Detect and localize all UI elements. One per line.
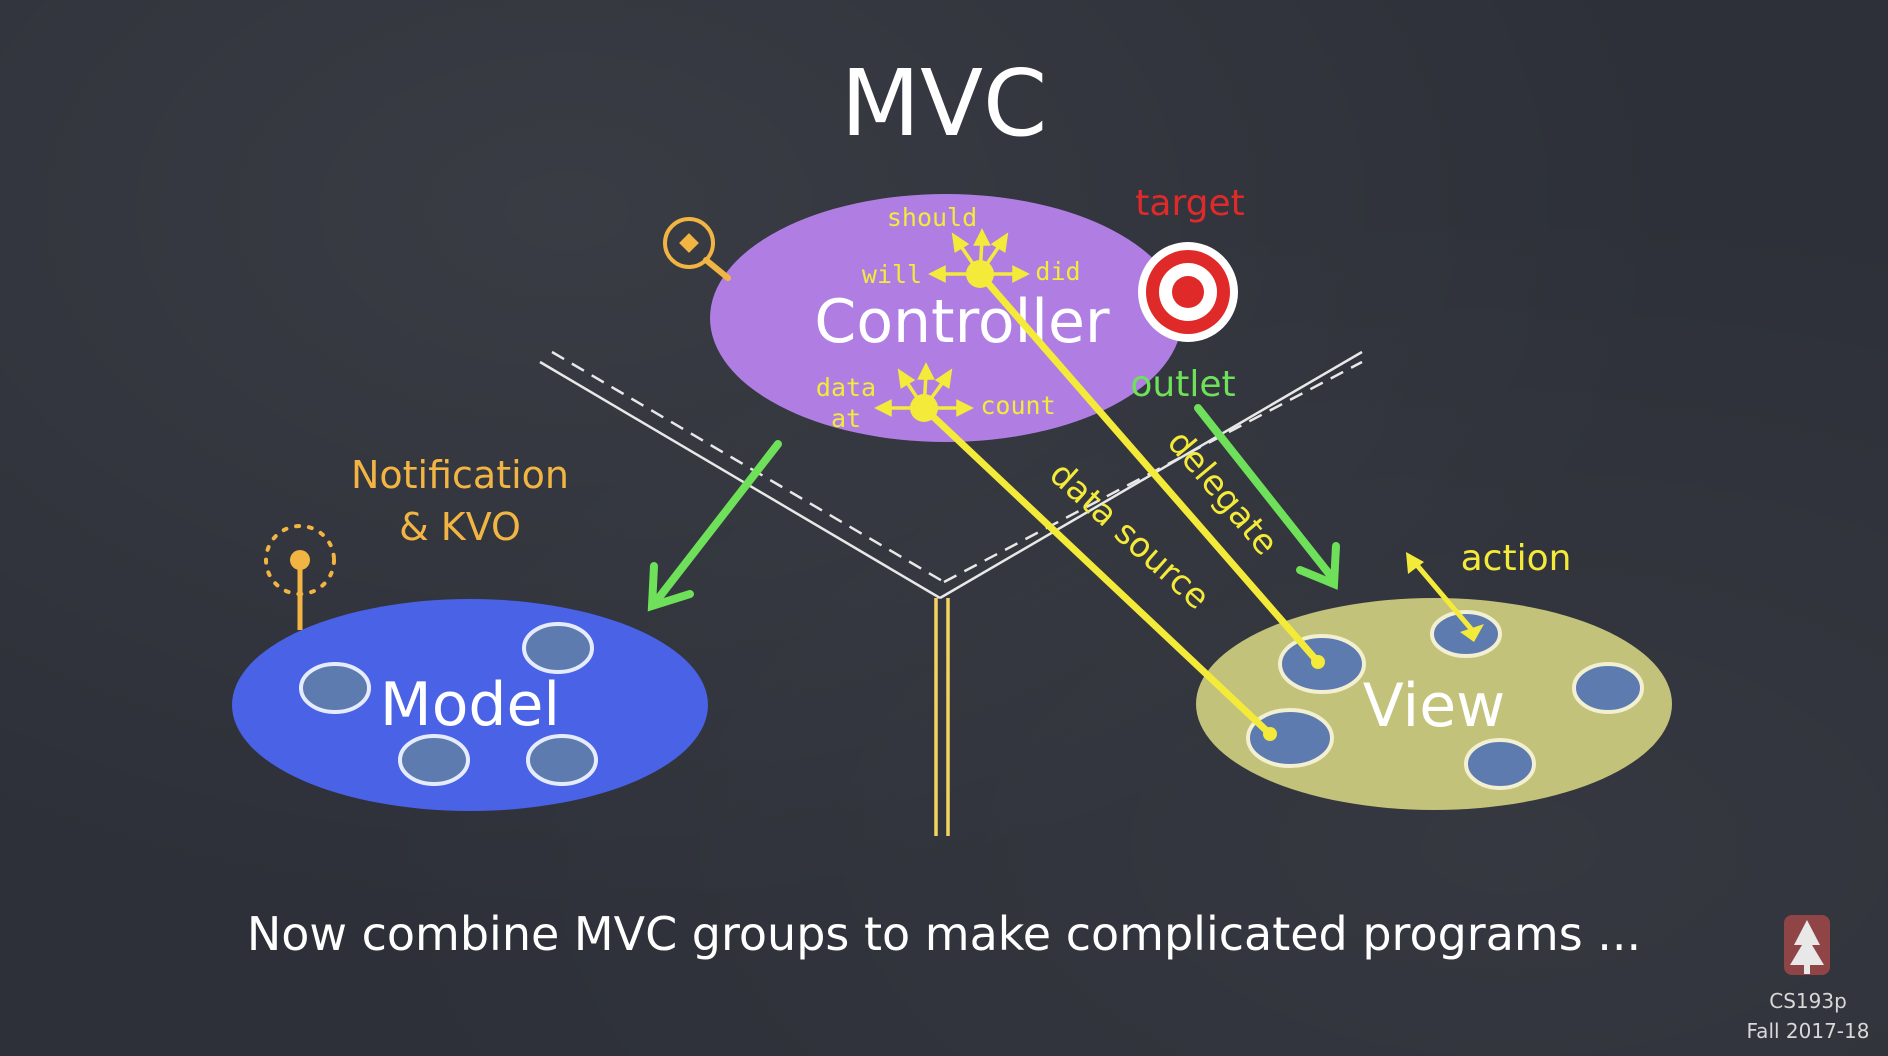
will-label: will (862, 260, 922, 289)
did-label: did (1035, 257, 1080, 286)
view-label: View (1363, 671, 1505, 741)
slide-title: MVC (841, 50, 1048, 157)
at-label: at (831, 404, 861, 433)
target-icon (1138, 242, 1238, 342)
controller-ellipse[interactable] (710, 194, 1182, 442)
controller-label: Controller (814, 287, 1109, 357)
should-will-did-radiator (928, 228, 1030, 288)
key-icon (663, 217, 731, 281)
target-label: target (1135, 183, 1244, 224)
controller-arrow-to-model (647, 440, 782, 612)
footer-text: Now combine MVC groups to make complicat… (247, 907, 1641, 961)
data-source-line (920, 404, 1277, 741)
should-label: should (887, 203, 977, 232)
outlet-arrow-to-view (1194, 404, 1340, 590)
term-label: Fall 2017-18 (1747, 1019, 1870, 1043)
action-arrow (1406, 552, 1484, 642)
kvo-label: & KVO (399, 505, 521, 549)
double-yellow-line (934, 598, 950, 836)
model-label: Model (380, 670, 560, 740)
radio-tower-icon (264, 524, 336, 630)
data-label: data (816, 373, 876, 402)
outlet-label: outlet (1130, 364, 1235, 405)
action-label: action (1461, 538, 1572, 579)
count-label: count (980, 391, 1055, 420)
notification-label: Notification (351, 453, 569, 497)
model-blobs (299, 622, 598, 786)
delegate-line (976, 270, 1325, 669)
course-label: CS193p (1769, 989, 1847, 1013)
stanford-tree-logo (1784, 915, 1830, 975)
